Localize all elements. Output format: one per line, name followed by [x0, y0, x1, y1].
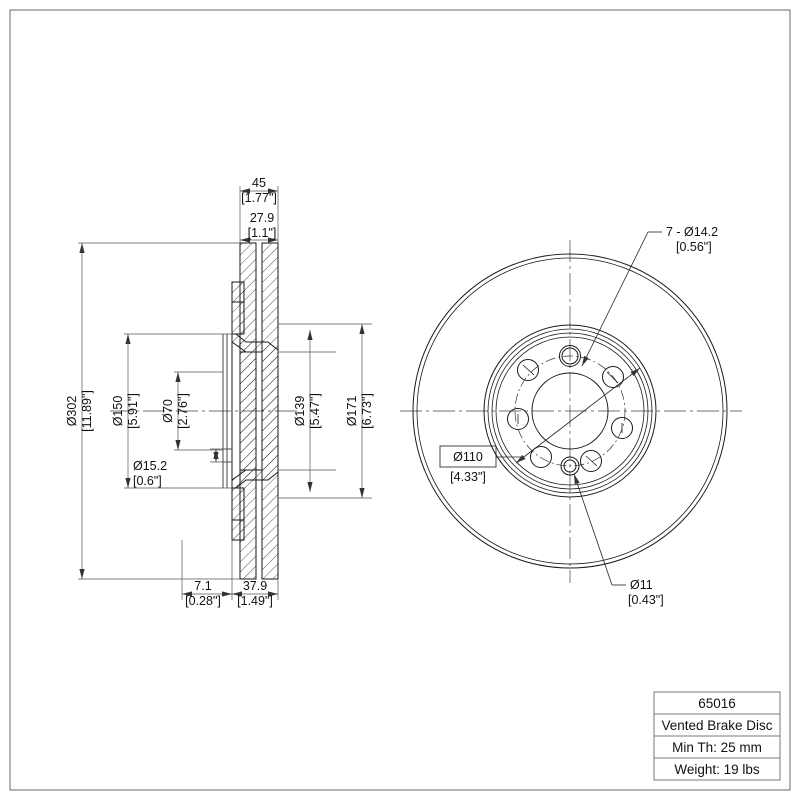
rotor-outer-edge-inner [416, 257, 724, 565]
bolt-circle-box [439, 445, 497, 468]
title-block-weight: Weight: 19 lbs [674, 762, 760, 777]
dim-71-value: 7.1 [194, 579, 211, 593]
lug-tick-7 [522, 364, 535, 376]
dim-overall-width-value: 45 [252, 176, 266, 190]
hat-outer-edge [487, 328, 653, 494]
title-block: 65016 Vented Brake Disc Min Th: 25 mm We… [653, 691, 781, 781]
callout-bolt-circle-value: Ø110 [453, 450, 483, 464]
dim-d70-imperial: [2.76"] [176, 393, 190, 429]
dim-disc-width-value: 27.9 [250, 211, 274, 225]
leader-bolt-circle-diagonal [515, 367, 641, 464]
dim-disc-width-imperial: [1.1"] [248, 226, 277, 240]
callout-pilot-holes-value: Ø11 [630, 578, 653, 592]
dim-d139-imperial: [5.47"] [308, 393, 322, 429]
callout-bolt-circle-imperial: [4.33"] [450, 470, 486, 484]
section-outboard-plate-bottom [239, 351, 257, 580]
rotor-outer-edge [412, 253, 728, 569]
dim-d302-imperial: [11.89"] [80, 390, 94, 432]
dim-overall-width-imperial: [1.77"] [241, 191, 277, 205]
hat-flange-edge [495, 336, 645, 486]
section-hat-wall-bottom [231, 301, 245, 335]
title-block-part-number: 65016 [698, 696, 736, 711]
pilot-hole-top-outer [561, 347, 579, 365]
front-view: 7 - Ø14.2 [0.56"] Ø110 [4.33"] Ø11 [0.43… [400, 225, 742, 607]
section-hat-flange-bottom [231, 281, 245, 303]
dim-379-imperial: [1.49"] [237, 594, 273, 608]
dim-d302-value: Ø302 [65, 396, 79, 427]
friction-ring-inner-edge [483, 324, 657, 498]
lug-tick-2 [606, 371, 619, 384]
dim-d150-value: Ø150 [111, 396, 125, 427]
leader-lug-holes [581, 231, 649, 367]
section-view: 45 [1.77"] 27.9 [1.1"] Ø302 [11.89"] Ø15… [65, 176, 374, 608]
dim-71-imperial: [0.28"] [185, 594, 221, 608]
dim-d139-value: Ø139 [293, 396, 307, 427]
callout-lug-holes-value: 7 - Ø14.2 [666, 225, 718, 239]
callout-lug-holes-imperial: [0.56"] [676, 240, 712, 254]
lug-hole-1 [559, 345, 581, 367]
title-block-min-thickness: Min Th: 25 mm [672, 740, 762, 755]
dim-d152-imperial: [0.6"] [133, 474, 162, 488]
leader-pilot-holes [573, 473, 613, 586]
dim-d152-value: Ø15.2 [133, 459, 167, 473]
title-block-description: Vented Brake Disc [661, 718, 772, 733]
dim-379-value: 37.9 [243, 579, 267, 593]
dim-d70-value: Ø70 [161, 399, 175, 423]
callout-pilot-holes-imperial: [0.43"] [628, 593, 664, 607]
dim-d150-imperial: [5.91"] [126, 393, 140, 429]
dim-d171-value: Ø171 [345, 396, 359, 427]
lug-tick-4 [585, 455, 598, 467]
sheet-border [9, 9, 791, 791]
hat-outer-edge-2 [491, 332, 649, 490]
dim-d171-imperial: [6.73"] [360, 393, 374, 429]
